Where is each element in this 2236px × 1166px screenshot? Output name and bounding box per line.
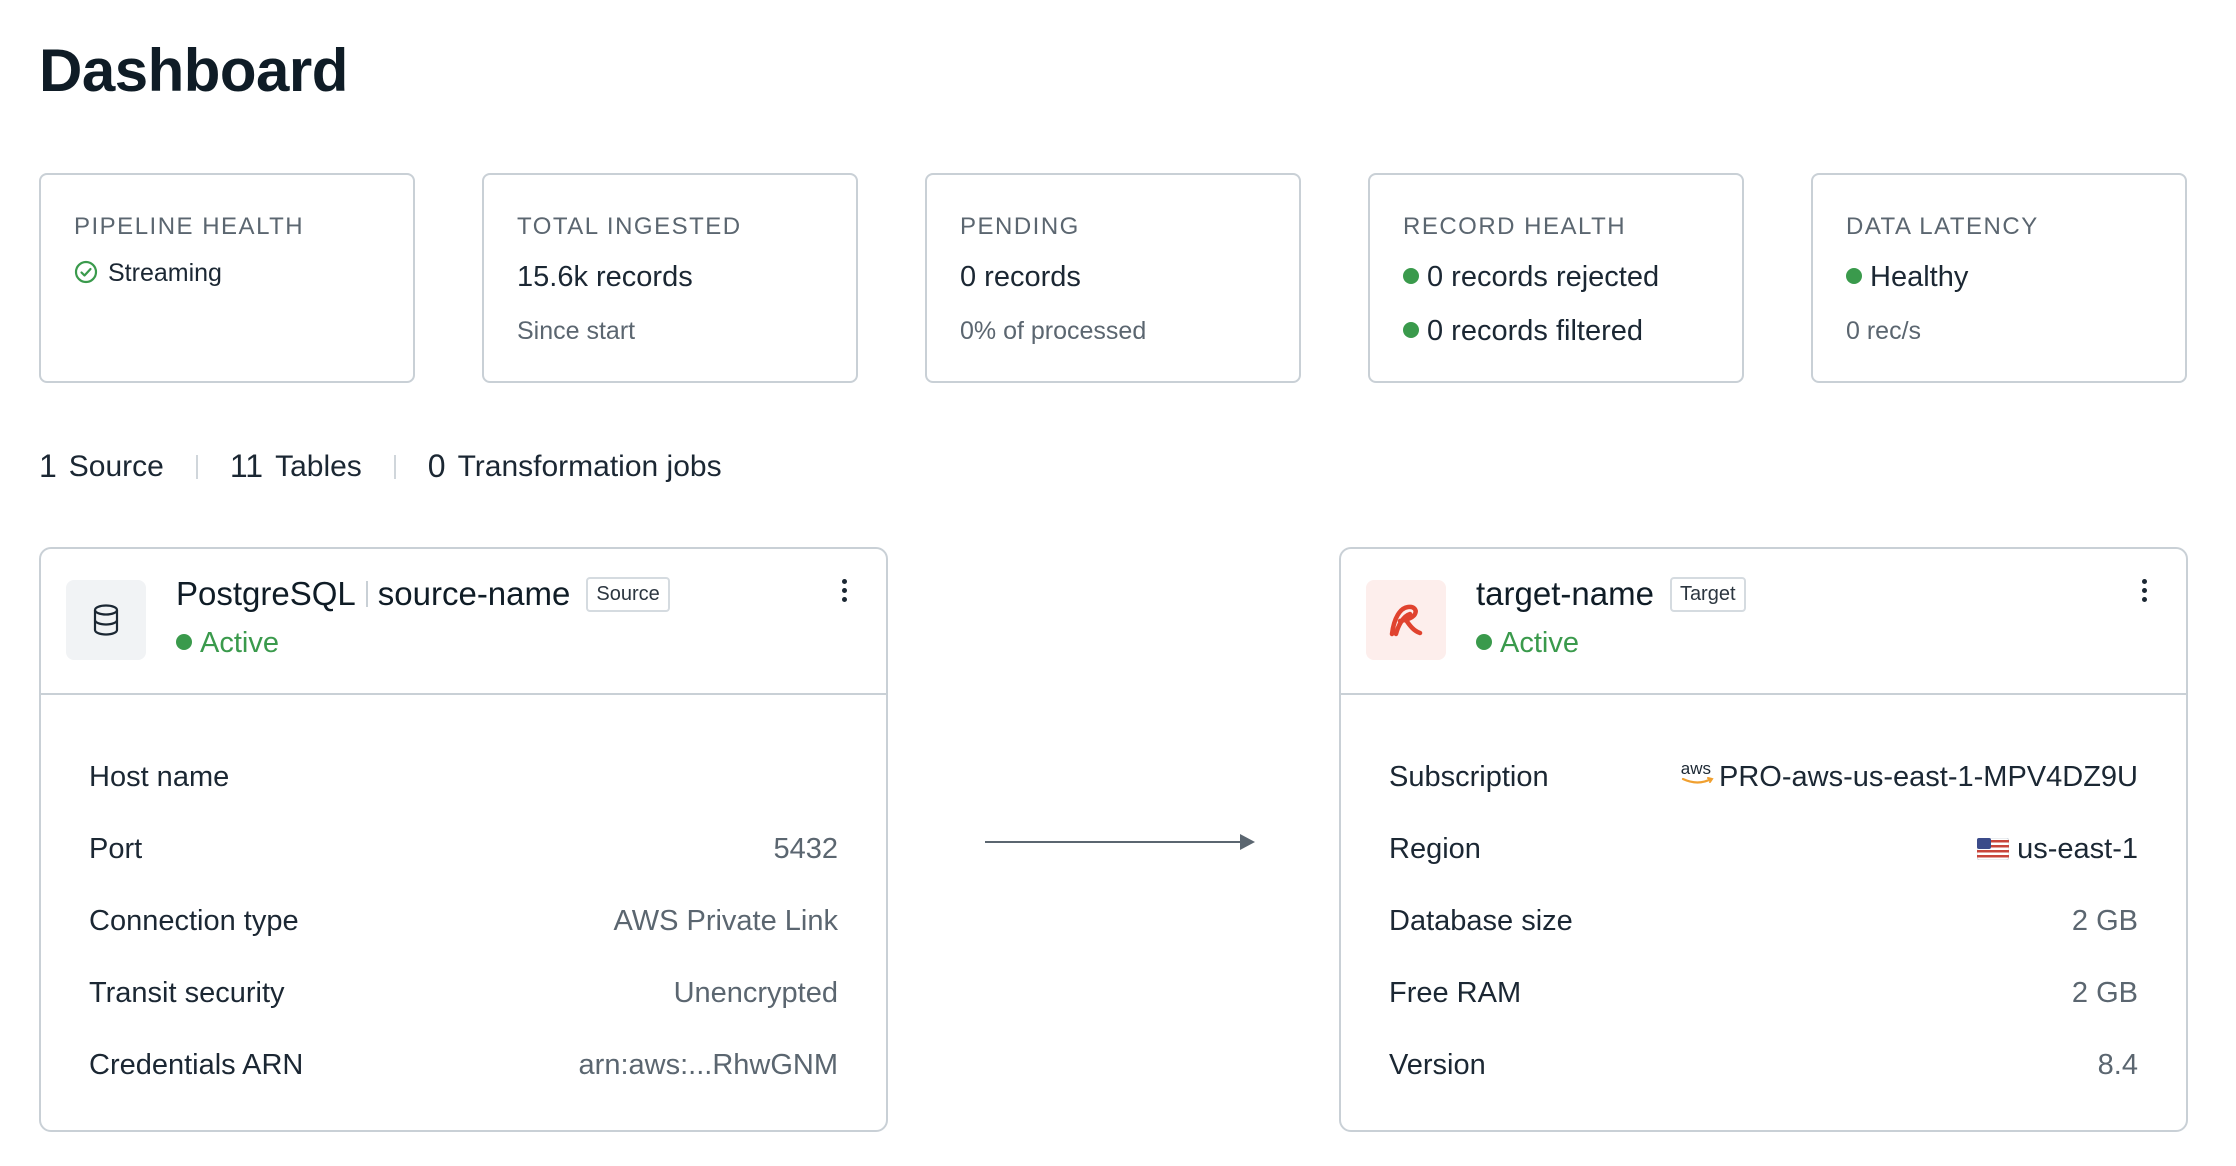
stat-subtext: 0% of processed bbox=[960, 317, 1147, 345]
summary-counts: 1 Source 11 Tables 0 Transformation jobs bbox=[39, 448, 722, 485]
stat-label: RECORD HEALTH bbox=[1403, 213, 1627, 240]
stat-label: PIPELINE HEALTH bbox=[74, 213, 305, 240]
pipeline-health-card: PIPELINE HEALTH Streaming bbox=[39, 173, 415, 383]
source-title: PostgreSQL source-name Source bbox=[176, 575, 670, 613]
detail-value: Unencrypted bbox=[673, 977, 838, 1009]
table-count: 11 bbox=[229, 448, 264, 484]
arrow-right-icon bbox=[985, 834, 1255, 850]
page-title: Dashboard bbox=[39, 37, 348, 104]
status-dot bbox=[1403, 322, 1419, 338]
detail-key: Port bbox=[89, 833, 143, 865]
divider bbox=[195, 454, 198, 479]
table-count-label: Tables bbox=[275, 449, 362, 483]
us-flag-icon bbox=[1977, 838, 2010, 860]
target-badge: Target bbox=[1669, 576, 1746, 612]
target-status: Active bbox=[1476, 627, 1579, 660]
database-icon bbox=[66, 580, 146, 660]
target-details: Subscription aws PRO-aws-us-east-1-MPV4D… bbox=[1389, 759, 2138, 1121]
divider bbox=[393, 454, 396, 479]
detail-row: Free RAM 2 GB bbox=[1389, 977, 2138, 1049]
detail-row: Host name bbox=[89, 761, 838, 833]
stat-value: Streaming bbox=[74, 259, 222, 288]
latency-status: Healthy bbox=[1846, 261, 1968, 294]
stat-label: PENDING bbox=[960, 213, 1080, 240]
stat-value: 0 records bbox=[960, 261, 1081, 293]
detail-key: Subscription bbox=[1389, 761, 1549, 793]
detail-value: AWS Private Link bbox=[613, 905, 838, 937]
detail-row: Credentials ARN arn:aws:...RhwGNM bbox=[89, 1049, 838, 1121]
stat-label: DATA LATENCY bbox=[1846, 213, 2039, 240]
detail-row: Port 5432 bbox=[89, 833, 838, 905]
pending-card: PENDING 0 records 0% of processed bbox=[925, 173, 1301, 383]
target-status-text: Active bbox=[1500, 627, 1579, 659]
source-details: Host name Port 5432 Connection type AWS Pr… bbox=[89, 761, 838, 1121]
detail-row: Region us-east-1 bbox=[1389, 833, 2138, 905]
jobs-count: 0 bbox=[427, 448, 446, 484]
detail-value: us-east-1 bbox=[1977, 833, 2138, 905]
records-filtered-text: 0 records filtered bbox=[1427, 315, 1643, 347]
records-filtered: 0 records filtered bbox=[1403, 315, 1643, 348]
status-dot bbox=[1403, 268, 1419, 284]
source-badge: Source bbox=[586, 576, 670, 612]
status-dot bbox=[1476, 634, 1492, 650]
detail-value: 2 GB bbox=[2071, 977, 2138, 1009]
detail-row: Connection type AWS Private Link bbox=[89, 905, 838, 977]
stat-subtext: Since start bbox=[517, 317, 636, 345]
source-status-text: Active bbox=[200, 627, 279, 659]
detail-key: Version bbox=[1389, 1049, 1486, 1081]
detail-value: 5432 bbox=[773, 833, 838, 865]
pipeline-status-text: Streaming bbox=[108, 259, 222, 287]
stat-value: 15.6k records bbox=[517, 261, 693, 293]
detail-row: Version 8.4 bbox=[1389, 1049, 2138, 1121]
records-rejected-text: 0 records rejected bbox=[1427, 261, 1660, 293]
detail-value: 8.4 bbox=[2097, 1049, 2138, 1081]
status-dot bbox=[176, 634, 192, 650]
check-circle-icon bbox=[74, 260, 98, 284]
total-ingested-card: TOTAL INGESTED 15.6k records Since start bbox=[482, 173, 858, 383]
record-health-card: RECORD HEALTH 0 records rejected 0 recor… bbox=[1368, 173, 1744, 383]
source-name: source-name bbox=[377, 575, 571, 612]
more-options-icon[interactable] bbox=[2142, 579, 2150, 606]
stat-label: TOTAL INGESTED bbox=[517, 213, 742, 240]
subscription-value: PRO-aws-us-east-1-MPV4DZ9U bbox=[1719, 761, 2138, 793]
redis-logo-icon bbox=[1366, 580, 1446, 660]
detail-key: Credentials ARN bbox=[89, 1049, 304, 1081]
detail-key: Region bbox=[1389, 833, 1481, 865]
source-card[interactable]: PostgreSQL source-name Source Active Hos… bbox=[39, 547, 888, 1132]
target-title: target-name Target bbox=[1476, 575, 1746, 613]
source-count: 1 bbox=[39, 448, 57, 484]
detail-value: arn:aws:...RhwGNM bbox=[578, 1049, 838, 1081]
source-card-header: PostgreSQL source-name Source Active bbox=[41, 549, 886, 695]
more-options-icon[interactable] bbox=[842, 579, 850, 606]
target-card-header: target-name Target Active bbox=[1341, 549, 2186, 695]
data-latency-card: DATA LATENCY Healthy 0 rec/s bbox=[1811, 173, 2187, 383]
jobs-count-label: Transformation jobs bbox=[457, 449, 722, 483]
detail-row: Subscription aws PRO-aws-us-east-1-MPV4D… bbox=[1389, 759, 2138, 833]
source-status: Active bbox=[176, 627, 279, 660]
target-name: target-name bbox=[1476, 575, 1654, 612]
records-rejected: 0 records rejected bbox=[1403, 261, 1659, 294]
detail-key: Free RAM bbox=[1389, 977, 1522, 1009]
source-type: PostgreSQL bbox=[176, 575, 356, 612]
stat-subtext: 0 rec/s bbox=[1846, 317, 1922, 345]
aws-icon: aws bbox=[1681, 759, 1714, 784]
target-card[interactable]: target-name Target Active Subscription a… bbox=[1339, 547, 2188, 1132]
detail-row: Database size 2 GB bbox=[1389, 905, 2138, 977]
detail-value: 2 GB bbox=[2071, 905, 2138, 937]
detail-key: Host name bbox=[89, 761, 230, 793]
region-value: us-east-1 bbox=[2017, 833, 2138, 865]
detail-value: aws PRO-aws-us-east-1-MPV4DZ9U bbox=[1681, 759, 2138, 833]
detail-key: Database size bbox=[1389, 905, 1573, 937]
title-divider bbox=[365, 581, 368, 607]
detail-row: Transit security Unencrypted bbox=[89, 977, 838, 1049]
latency-status-text: Healthy bbox=[1870, 261, 1969, 293]
source-count-label: Source bbox=[68, 449, 164, 483]
detail-key: Connection type bbox=[89, 905, 299, 937]
detail-key: Transit security bbox=[89, 977, 285, 1009]
status-dot bbox=[1846, 268, 1862, 284]
